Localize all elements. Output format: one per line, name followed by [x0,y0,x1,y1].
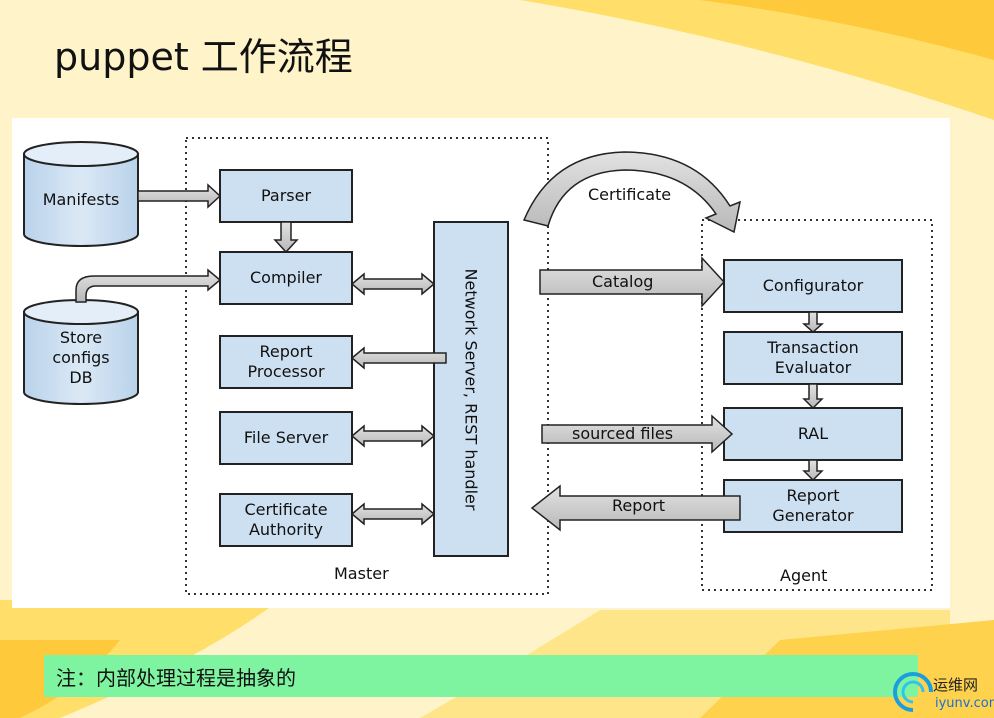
watermark-cn-text: 运维网 [933,676,979,694]
report-generator-box [723,479,903,533]
manifests-to-parser-arrow [137,183,222,209]
agent-group-border [701,219,933,591]
store-configs-db-shape [23,299,139,405]
certificate-authority-box [219,493,353,547]
ca-network-arrow [350,502,436,526]
network-server-label-wrap: Network Server, REST handler [461,264,481,514]
compiler-box [219,251,353,305]
certificate-edge-label: Certificate [588,185,672,204]
parser-box [219,169,353,223]
network-server-box [433,221,509,557]
diagram-shapes [23,137,933,595]
agent-group-label: Agent [780,566,828,585]
storeconfigs-to-compiler-arrow [75,268,222,303]
ral-box [723,407,903,461]
certificate-arrow [522,151,742,234]
watermark: 运维网 iyunv.com [893,668,994,716]
watermark-logo-icon [893,672,933,712]
master-group-border [185,137,549,595]
note-text: 注：内部处理过程是抽象的 [56,665,296,690]
compiler-network-arrow [350,272,436,296]
report-arrow [530,484,741,532]
report-processor-box [219,335,353,389]
sourced-files-edge-label: sourced files [572,424,674,443]
manifests-db-shape [23,141,139,247]
file-server-box [219,411,353,465]
fileserver-network-arrow [350,424,436,448]
parser-to-compiler-arrow [273,221,299,254]
ral-to-reportgenerator-arrow [802,459,824,482]
transaction-to-ral-arrow [802,383,824,410]
report-edge-label: Report [612,496,666,515]
configurator-box [723,259,903,313]
watermark-url-text: iyunv.com [935,696,994,711]
catalog-arrow [539,256,726,308]
catalog-edge-label: Catalog [592,272,654,291]
slide-title: puppet 工作流程 [54,35,353,79]
transaction-evaluator-box [723,331,903,385]
sourced-files-arrow [541,414,734,454]
master-group-label: Master [334,564,389,583]
configurator-to-transaction-arrow [802,311,824,334]
diagram-panel: Manifests Store configs DB Parser Compil… [12,118,950,608]
network-server-label: Network Server, REST handler [461,268,481,510]
network-to-reportprocessor-arrow [350,346,447,370]
note-bar: 注：内部处理过程是抽象的 [44,655,918,697]
